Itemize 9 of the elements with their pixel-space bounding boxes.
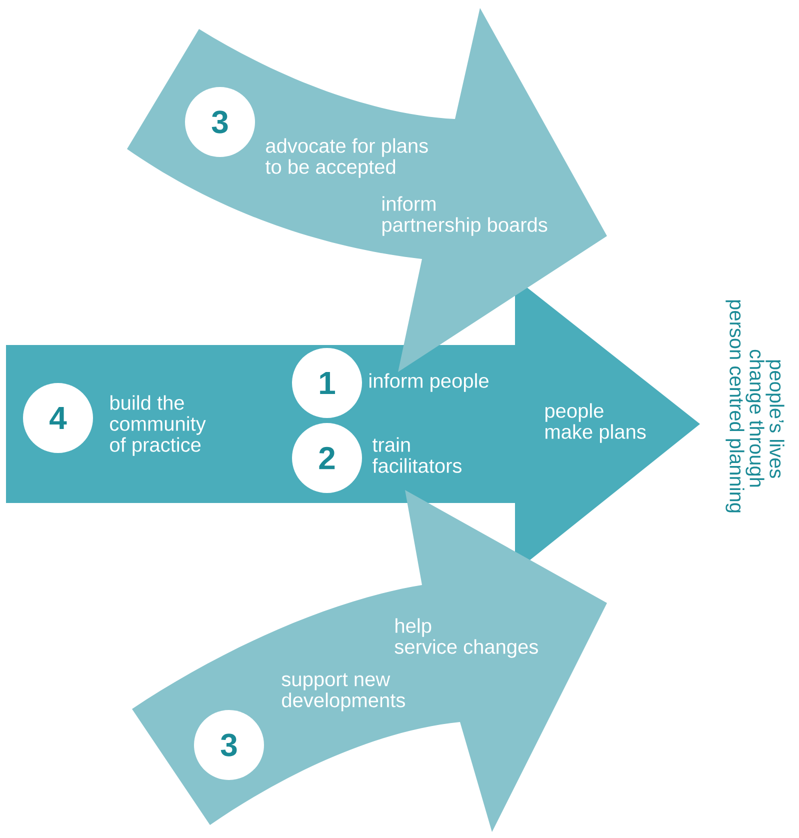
step-text: support new developments	[282, 673, 405, 712]
step-text: people make plans	[545, 403, 646, 443]
step-text: build the community of practice	[110, 395, 206, 456]
step-text: inform partnership boards	[382, 196, 548, 236]
rotated-caption: people’s lives change through person centred planning	[726, 300, 784, 512]
step-text: train facilitators	[372, 437, 462, 473]
step-text: inform people	[370, 373, 488, 392]
step-text: advocate for plans to be accepted	[266, 138, 428, 178]
step-text: help service changes	[394, 618, 538, 658]
